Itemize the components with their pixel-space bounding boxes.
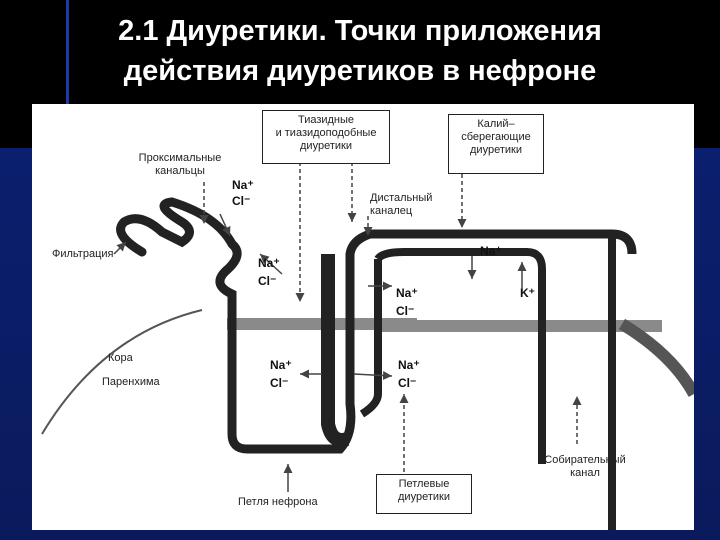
distal-tubule (374, 248, 546, 464)
ion-cl-upper-left: Cl⁻ (258, 274, 277, 288)
proximal-label-line-1: Проксимальные (138, 152, 222, 164)
collecting-label: Собирательный канал (532, 454, 638, 480)
ion-arrow-thick-right (353, 371, 393, 381)
potassium-line-3: диуретики (470, 144, 522, 156)
slide-title-line-1: 2.1 Диуретики. Точки приложения (118, 15, 602, 47)
loop-box-line-1: Петлевые (398, 478, 450, 490)
bowman-capsule (116, 197, 237, 257)
loop-ascending (332, 229, 637, 454)
potassium-line-2: сберегающие (461, 131, 531, 143)
decorative-line (66, 0, 69, 148)
ion-na-upper-left: Na⁺ (258, 256, 280, 270)
kidney-outline-left (41, 309, 203, 435)
ion-na-distal: Na⁺ (480, 244, 502, 258)
ion-na-lower-left: Na⁺ (270, 358, 292, 372)
loop-diuretics-box: Петлевые диуретики (376, 474, 472, 514)
thiazide-line-1: Тиазидные (297, 114, 355, 126)
filtration-label: Фильтрация (52, 248, 114, 260)
ion-arrow-proximal-2 (259, 253, 283, 275)
ion-k: K⁺ (520, 286, 535, 300)
loop-return (359, 393, 382, 418)
loop-box-line-2: диуретики (398, 491, 450, 503)
thiazide-box: Тиазидные и тиазидоподобные диуретики (262, 110, 390, 164)
cortex-label: Кора (108, 352, 133, 364)
cortex-band-right (382, 320, 662, 332)
proximal-label: Проксимальные канальцы (120, 152, 240, 178)
collecting-label-line-2: канал (570, 467, 600, 479)
filtration-arrow (113, 241, 127, 255)
proximal-tubule (215, 240, 340, 454)
ion-cl-proximal: Cl⁻ (232, 194, 251, 208)
nephron-drawing (41, 162, 694, 530)
ion-na-lower-right: Na⁺ (398, 358, 420, 372)
ion-na-proximal: Na⁺ (232, 178, 254, 192)
ion-cl-lower-right: Cl⁻ (398, 376, 417, 390)
parenchyma-label: Паренхима (102, 376, 160, 388)
potassium-sparing-box: Калий– сберегающие диуретики (448, 114, 544, 174)
proximal-label-line-2: канальцы (155, 165, 205, 177)
thiazide-line-3: диуретики (300, 140, 352, 152)
thiazide-line-2: и тиазидоподобные (275, 127, 377, 139)
collecting-label-line-1: Собирательный (544, 454, 626, 466)
nephron-diagram: Тиазидные и тиазидоподобные диуретики Ка… (32, 104, 694, 530)
ion-cl-lower-left: Cl⁻ (270, 376, 289, 390)
ion-arrow-proximal (219, 213, 231, 237)
kidney-outline-right (618, 318, 694, 397)
potassium-line-1: Калий– (477, 118, 515, 130)
ion-cl-mid: Cl⁻ (396, 304, 415, 318)
loop-label: Петля нефрона (238, 496, 318, 508)
thick-ascending-limb (321, 254, 350, 447)
distal-label: Дистальный каналец (370, 192, 432, 218)
distal-label-line-2: каналец (370, 205, 413, 217)
distal-label-line-1: Дистальный (370, 192, 433, 204)
ion-na-mid: Na⁺ (396, 286, 418, 300)
slide-title-line-2: действия диуретиков в нефроне (123, 55, 597, 87)
